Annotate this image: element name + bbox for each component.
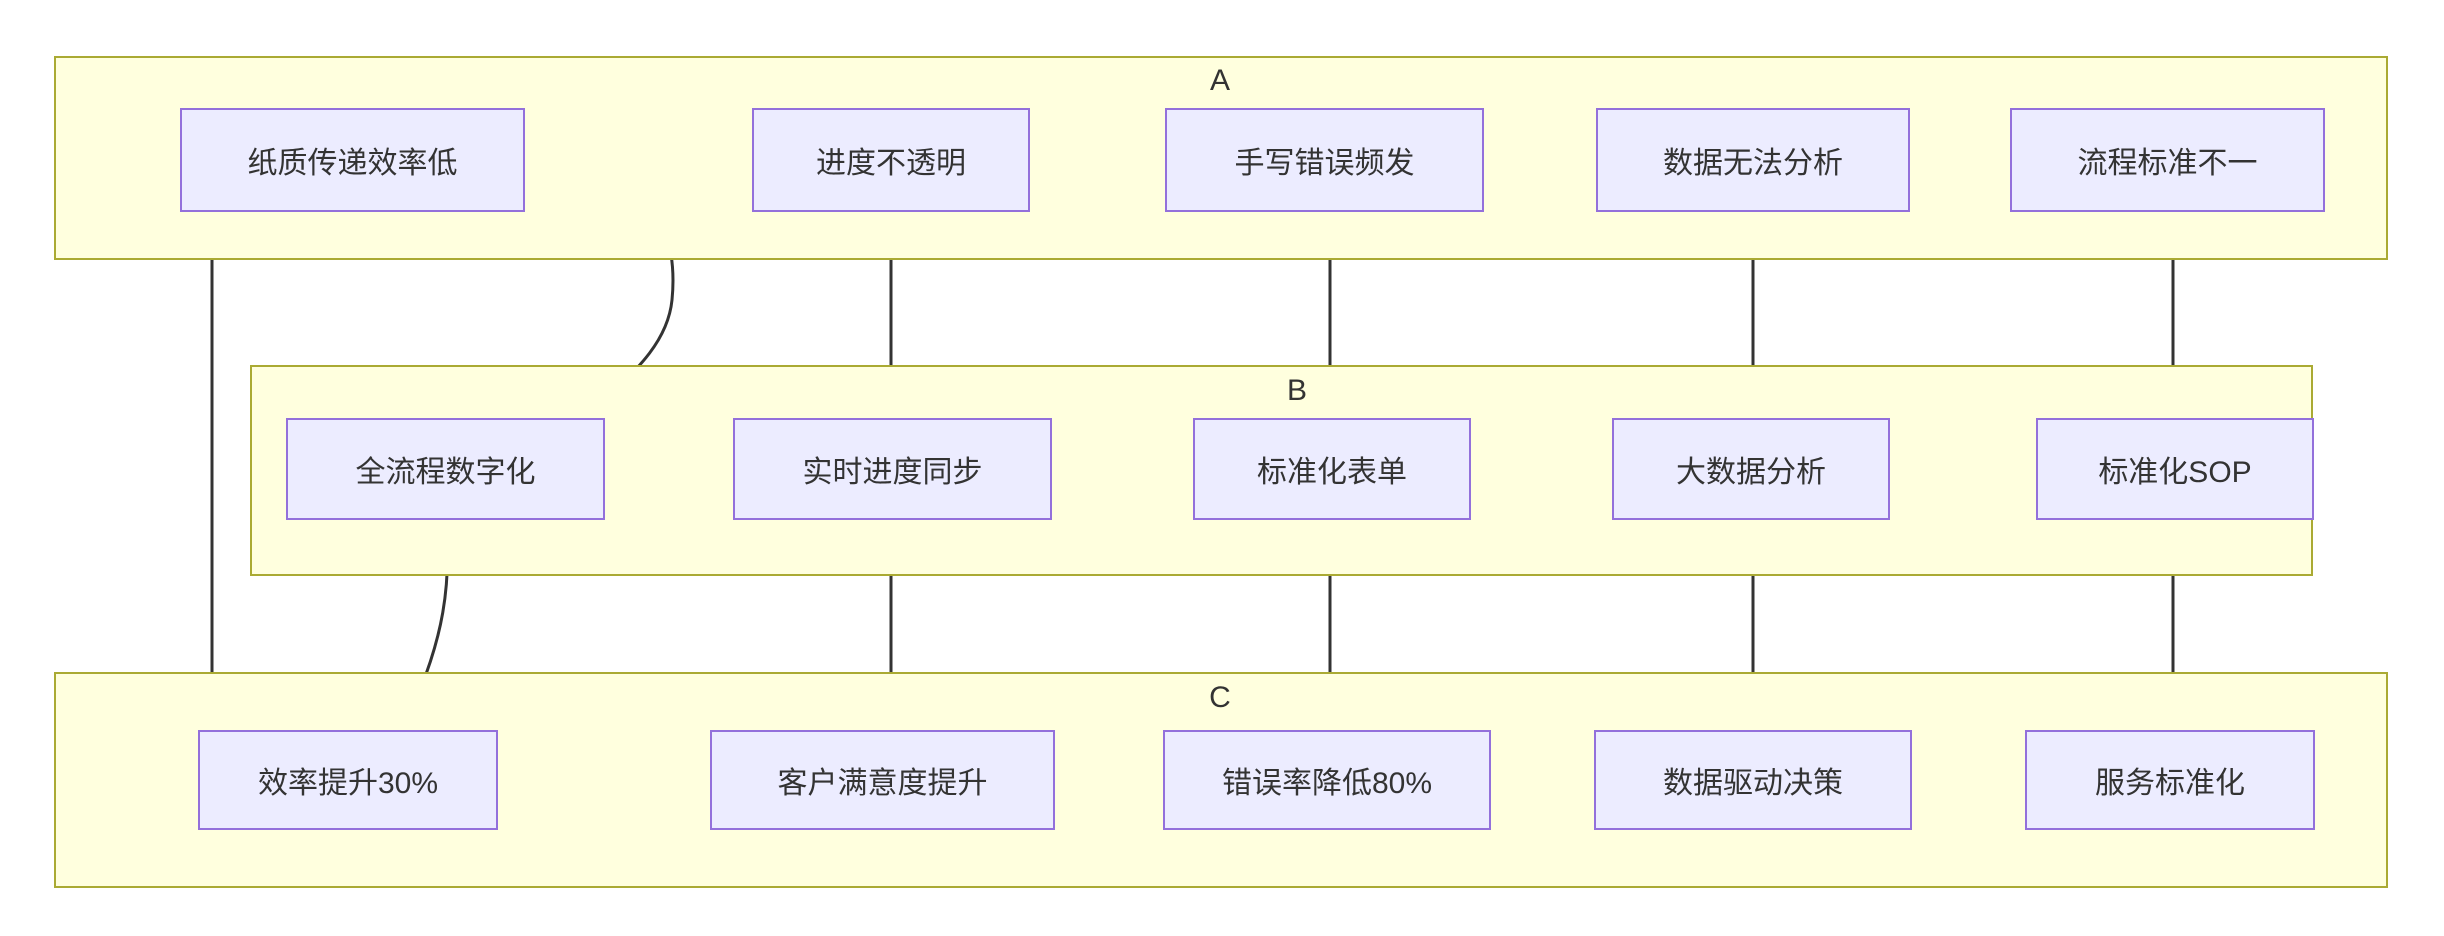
cluster-label-b: B <box>1286 374 1308 407</box>
node-a5[interactable]: 流程标准不一 <box>2010 108 2325 212</box>
node-c3[interactable]: 错误率降低80% <box>1163 730 1491 830</box>
node-a1[interactable]: 纸质传递效率低 <box>180 108 525 212</box>
node-c4[interactable]: 数据驱动决策 <box>1594 730 1912 830</box>
node-a4[interactable]: 数据无法分析 <box>1596 108 1910 212</box>
cluster-label-a: A <box>1209 64 1231 97</box>
node-b1[interactable]: 全流程数字化 <box>286 418 605 520</box>
cluster-label-c: C <box>1209 681 1231 714</box>
node-c5[interactable]: 服务标准化 <box>2025 730 2315 830</box>
node-c1[interactable]: 效率提升30% <box>198 730 498 830</box>
node-b2[interactable]: 实时进度同步 <box>733 418 1052 520</box>
node-c2[interactable]: 客户满意度提升 <box>710 730 1055 830</box>
node-b4[interactable]: 大数据分析 <box>1612 418 1890 520</box>
node-b3[interactable]: 标准化表单 <box>1193 418 1471 520</box>
node-a3[interactable]: 手写错误频发 <box>1165 108 1484 212</box>
node-b5[interactable]: 标准化SOP <box>2036 418 2314 520</box>
node-a2[interactable]: 进度不透明 <box>752 108 1030 212</box>
